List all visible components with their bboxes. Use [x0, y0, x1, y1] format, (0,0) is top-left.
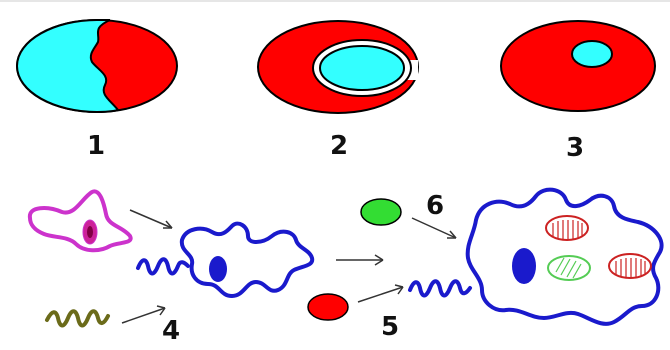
cell-2-cyan-region	[319, 45, 405, 91]
label-chain-4: 4	[162, 316, 181, 346]
final-cell	[408, 187, 664, 326]
blue-cell-membrane	[179, 221, 315, 299]
final-cell-tail	[408, 279, 472, 298]
chloroplast-green	[547, 255, 591, 281]
label-cell-2: 2	[330, 131, 349, 161]
blue-cell	[136, 221, 315, 299]
purple-cell	[27, 189, 133, 253]
label-cell-1: 1	[87, 131, 106, 161]
blue-cell-tail	[136, 257, 190, 276]
purple-cell-membrane	[27, 189, 133, 253]
blue-cell-nucleus	[209, 256, 227, 282]
arrow-purple-to-blue	[129, 209, 173, 229]
top-divider	[0, 0, 670, 2]
label-organelle-5: 5	[381, 312, 400, 342]
cell-1	[15, 19, 178, 114]
mitochondrion-red-top	[545, 215, 589, 241]
cell-3-body	[500, 20, 656, 112]
olive-chain	[45, 309, 110, 328]
arrow-green-to-final	[411, 217, 457, 239]
cell-2	[257, 20, 419, 114]
cell-1-cyan-region	[15, 19, 120, 114]
label-organelle-6: 6	[426, 191, 445, 221]
final-cell-nucleus	[512, 248, 536, 284]
cell-3-cyan-region	[571, 40, 613, 68]
arrow-red-to-final	[357, 284, 404, 303]
label-cell-3: 3	[566, 133, 585, 163]
cell-3	[500, 20, 656, 112]
purple-cell-nucleolus	[87, 226, 93, 238]
arrow-chain-to-blue	[121, 305, 166, 324]
arrow-blue-to-final	[336, 254, 384, 266]
red-organelle	[307, 293, 349, 321]
green-organelle	[360, 198, 402, 226]
mitochondrion-red-right	[608, 253, 652, 279]
